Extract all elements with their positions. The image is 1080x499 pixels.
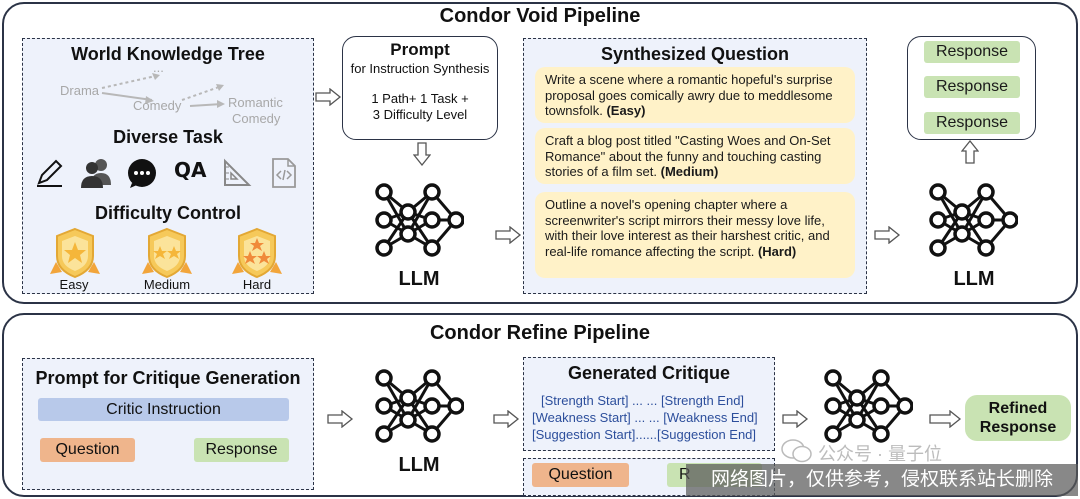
void-pipeline-title: Condor Void Pipeline <box>439 5 641 27</box>
void-pipeline-panel <box>2 2 1078 304</box>
critique-suggestion-line: [Suggestion Start]......[Suggestion End] <box>532 427 757 442</box>
tree-node-dots: ... <box>153 60 164 75</box>
llm-network-icon <box>929 183 1018 257</box>
refined-line-1: Refined <box>988 400 1048 417</box>
refine-pipeline-panel <box>2 313 1078 497</box>
tree-node-comedy-2: Comedy <box>232 111 281 126</box>
wechat-logo-icon <box>781 439 812 463</box>
generated-critique-box <box>523 357 775 451</box>
response-3: Response <box>924 112 1020 134</box>
critique-strength-line: [Strength Start] ... ... [Strength End] <box>541 393 745 408</box>
llm-label-2: LLM <box>953 268 995 290</box>
arrow-to-critique-icon <box>493 410 520 428</box>
knowledge-tree-graph <box>101 73 225 108</box>
arrow-to-llm-3-icon <box>327 410 354 428</box>
instruction-prompt-body-1: 1 Path+ 1 Task + <box>371 91 469 106</box>
badge-label-medium: Medium <box>143 277 191 292</box>
pencil-icon <box>37 159 63 187</box>
refined-response-tag: Refined Response <box>965 395 1071 441</box>
instruction-prompt-body-2: 3 Difficulty Level <box>372 107 468 122</box>
ruler-triangle-icon <box>224 158 252 186</box>
users-icon <box>81 159 111 188</box>
question-medium-text: Craft a blog post titled "Casting Woes a… <box>545 133 831 179</box>
instruction-prompt-title: Prompt <box>390 40 450 59</box>
tree-node-romantic: Romantic <box>228 95 283 110</box>
synthesized-question-title: Synthesized Question <box>600 44 790 64</box>
critic-instruction-tag: Critic Instruction <box>38 398 289 421</box>
easy-badge-icon <box>50 227 100 279</box>
chat-bubble-icon <box>128 159 156 188</box>
watermark-logo-text: 公众号 · 量子位 <box>818 444 942 464</box>
llm-label-1: LLM <box>398 268 440 290</box>
bottom-question-tag: Question <box>532 463 629 487</box>
question-hard: Outline a novel's opening chapter where … <box>535 192 855 278</box>
qa-icon: QA <box>174 158 206 188</box>
arrow-to-llm-4-icon <box>782 410 809 428</box>
code-file-icon <box>272 158 296 188</box>
instruction-prompt-box <box>342 36 498 140</box>
refine-pipeline-title: Condor Refine Pipeline <box>429 322 651 344</box>
llm-network-icon <box>824 369 913 443</box>
badge-label-easy: Easy <box>59 277 89 292</box>
llm-network-icon <box>375 369 464 443</box>
arrow-to-synthesized-icon <box>495 226 522 244</box>
arrow-to-refined-icon <box>929 410 962 428</box>
question-easy-level: (Easy) <box>606 103 646 118</box>
arrow-to-llm-2-icon <box>874 226 901 244</box>
response-tag: Response <box>194 438 289 462</box>
medium-badge-icon <box>142 227 192 279</box>
critique-prompt-title: Prompt for Critique Generation <box>35 368 301 388</box>
question-easy-text: Write a scene where a romantic hopeful's… <box>545 72 833 118</box>
llm-network-icon <box>375 183 464 257</box>
refined-line-2: Response <box>979 419 1057 436</box>
difficulty-control-title: Difficulty Control <box>95 203 241 223</box>
arrow-down-icon <box>413 142 431 166</box>
responses-box <box>907 36 1036 140</box>
qa-icon-text: QA <box>174 158 207 182</box>
badge-label-hard: Hard <box>242 277 272 292</box>
arrow-up-icon <box>961 140 979 164</box>
response-2: Response <box>924 76 1020 98</box>
diverse-task-title: Diverse Task <box>113 127 223 147</box>
question-hard-text: Outline a novel's opening chapter where … <box>545 197 830 259</box>
instruction-prompt-subtitle: for Instruction Synthesis <box>350 61 490 76</box>
arrow-to-prompt-icon <box>315 88 342 106</box>
llm-label-3: LLM <box>398 454 440 476</box>
question-hard-level: (Hard) <box>757 243 797 259</box>
response-1: Response <box>924 41 1020 63</box>
hard-badge-icon <box>232 227 282 279</box>
watermark-banner: 网络图片，仅供参考，侵权联系站长删除 <box>686 464 1078 496</box>
question-easy: Write a scene where a romantic hopeful's… <box>535 67 855 123</box>
tree-node-comedy: Comedy <box>133 98 182 113</box>
generated-critique-title: Generated Critique <box>567 363 731 383</box>
critique-weakness-line: [Weakness Start] ... ... [Weakness End] <box>532 410 758 425</box>
question-medium: Craft a blog post titled "Casting Woes a… <box>535 128 855 184</box>
critique-prompt-box <box>22 358 314 490</box>
world-knowledge-title: World Knowledge Tree <box>71 44 265 64</box>
tree-node-drama: Drama <box>60 83 100 98</box>
question-tag: Question <box>40 438 135 462</box>
question-medium-level: (Medium) <box>660 164 719 179</box>
